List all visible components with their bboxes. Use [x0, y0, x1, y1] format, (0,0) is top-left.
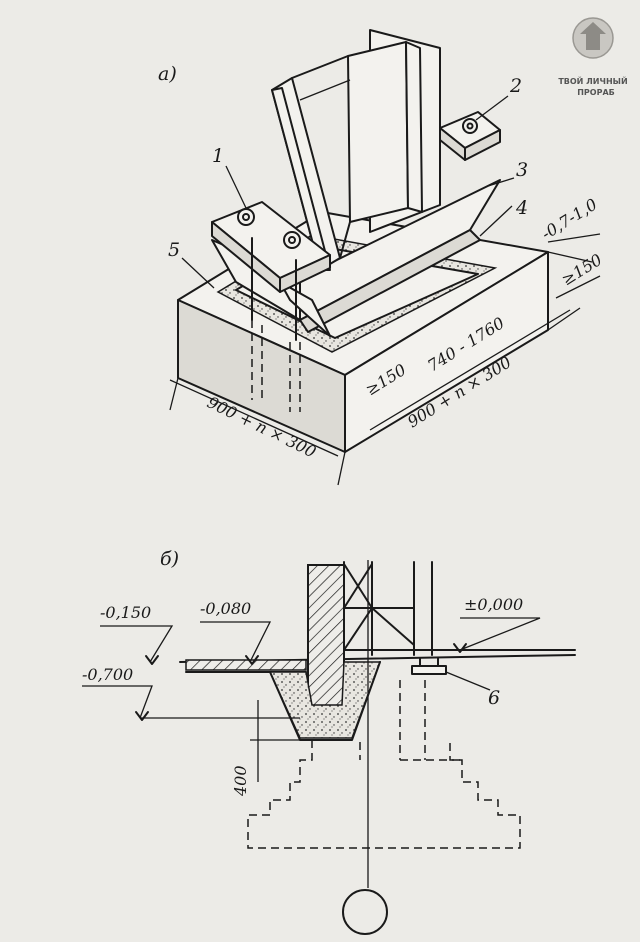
insulation-strip: [185, 659, 307, 671]
wall-section: [307, 564, 345, 711]
footing-outline: [247, 740, 521, 849]
part-b-label: б): [160, 548, 179, 570]
watermark-line2: ПРОРАБ: [577, 88, 615, 97]
callout-4: 4: [515, 197, 528, 219]
dim-gap: -0,7-1,0: [538, 195, 600, 244]
watermark-logo: ТВОЙ ЛИЧНЫЙ ПРОРАБ: [558, 17, 628, 97]
level-zero: ±0,000: [464, 595, 523, 614]
level-minus-0700: -0,700: [82, 665, 133, 684]
callout-3: 3: [516, 159, 528, 181]
part-a-label: а): [158, 63, 177, 85]
callout-2: 2: [509, 75, 522, 97]
level-minus-0080: -0,080: [200, 599, 251, 618]
callout-6: 6: [488, 687, 500, 709]
base-plate: [411, 665, 447, 675]
level-minus-0150: -0,150: [100, 603, 151, 622]
callout-5: 5: [168, 239, 180, 261]
anchor-bolt-nut: [237, 118, 478, 249]
column-flange-rear: [347, 41, 409, 223]
callout-1: 1: [212, 145, 224, 167]
axis-bubble: [342, 889, 388, 935]
trench-fill: [268, 661, 382, 739]
depth-400: 400: [231, 765, 250, 797]
isometric-foundation: [169, 29, 601, 486]
watermark-line1: ТВОЙ ЛИЧНЫЙ: [558, 75, 627, 86]
section-view: [82, 560, 576, 935]
